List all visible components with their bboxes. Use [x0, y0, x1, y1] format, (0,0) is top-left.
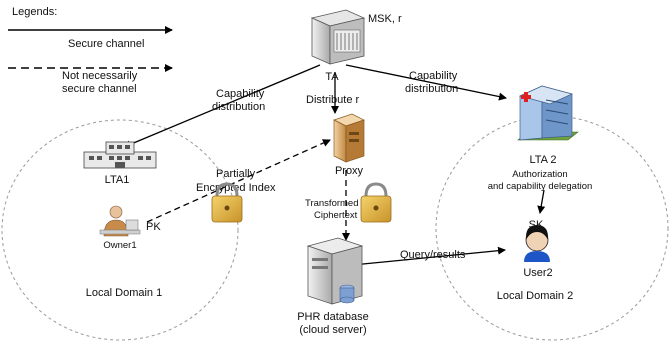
edge-owner-to-proxy: [146, 139, 331, 223]
edge-ta-to-lta2: [345, 64, 507, 101]
lock-icon: [360, 182, 392, 223]
edge-query-results: [355, 246, 506, 269]
edge-lta2-to-user2: [537, 189, 546, 214]
owner1-person-icon: [99, 205, 141, 237]
user2-label: User2: [523, 267, 552, 279]
cap-dist-right-label-2: distribution: [405, 83, 458, 95]
lock-icon: [211, 182, 243, 223]
ta-label: TA: [325, 71, 339, 83]
lta2-hospital-icon: [517, 85, 579, 141]
local-domain-1-label: Local Domain 1: [86, 287, 162, 299]
proxy-label: Proxy: [335, 165, 364, 177]
transformed-ciphertext-label-2: Ciphertext: [314, 210, 358, 221]
owner1-label: Owner1: [103, 240, 136, 251]
ta-keys-label: MSK, r: [368, 13, 402, 25]
cap-dist-left-label-2: distribution: [212, 101, 265, 113]
phr-database-label-1: PHR database: [297, 311, 369, 323]
phr-database-label-2: (cloud server): [299, 324, 366, 336]
cap-dist-right-label-1: Capability: [409, 70, 458, 82]
query-results-label: Query/results: [400, 249, 466, 261]
ta-server-icon: [310, 9, 366, 65]
legend-title: Legends:: [12, 6, 57, 18]
auth-delegation-label-2: and capability delegation: [488, 181, 593, 192]
cap-dist-left-label-1: Capability: [216, 88, 265, 100]
partially-encrypted-label-1: Partially: [216, 168, 256, 180]
distribute-r-label: Distribute r: [306, 94, 360, 106]
transformed-ciphertext-label-1: Transformed: [305, 198, 359, 209]
user2-person-icon: [524, 225, 550, 262]
legend-secure-label: Secure channel: [68, 38, 144, 50]
lta2-label: LTA 2: [529, 154, 556, 166]
proxy-server-icon: [333, 113, 365, 163]
legend-insecure-label-1: Not necessarily: [62, 70, 138, 82]
local-domain-2-boundary: [435, 115, 669, 341]
lta1-label: LTA1: [105, 174, 130, 186]
owner1-pk-label: PK: [146, 221, 161, 233]
user2-sk-label: SK: [529, 219, 544, 231]
local-domain-1-boundary: [1, 119, 239, 341]
edge-ta-to-lta1: [123, 64, 321, 148]
phr-database-server-icon: [306, 237, 364, 305]
lta1-building-icon: [83, 141, 157, 169]
legend-insecure-label-2: secure channel: [62, 83, 137, 95]
auth-delegation-label-1: Authorization: [512, 169, 567, 180]
local-domain-2-label: Local Domain 2: [497, 290, 573, 302]
